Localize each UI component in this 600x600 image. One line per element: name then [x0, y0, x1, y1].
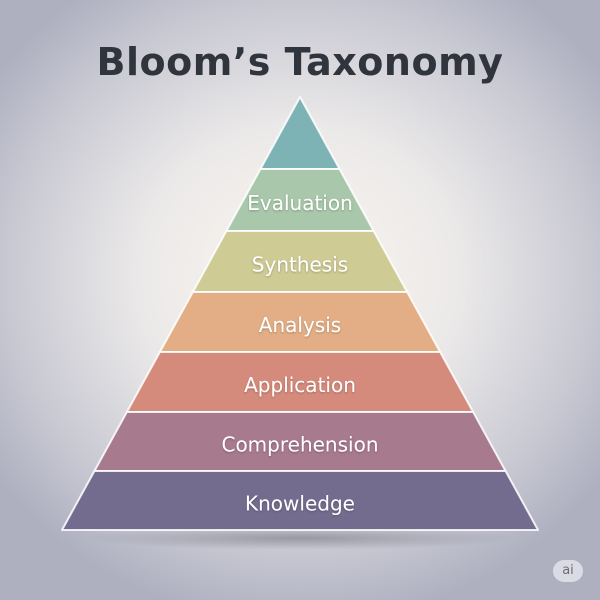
diagram-title: Bloom’s Taxonomy: [96, 40, 504, 84]
pyramid-tier-0: [259, 96, 341, 170]
tier-label-knowledge: Knowledge: [245, 492, 355, 516]
tier-label-synthesis: Synthesis: [252, 253, 348, 277]
tier-label-evaluation: Evaluation: [247, 191, 353, 215]
pyramid-tier-6: [61, 470, 539, 531]
pyramid-shadow: [85, 526, 515, 550]
tier-label-application: Application: [244, 373, 356, 397]
tier-label-comprehension: Comprehension: [221, 433, 378, 457]
tier-label-analysis: Analysis: [259, 313, 341, 337]
ai-badge: ai: [553, 560, 583, 582]
